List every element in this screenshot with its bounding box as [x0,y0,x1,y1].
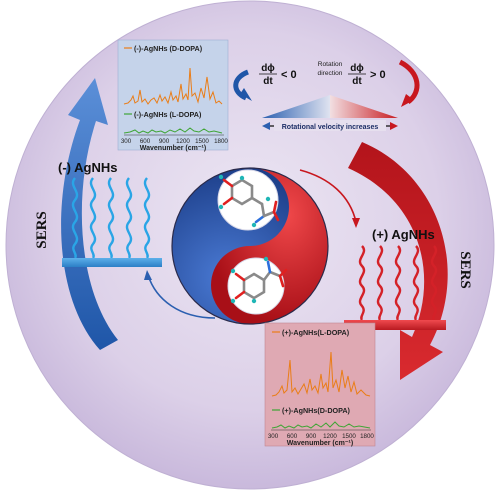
bottom-tick-600: 600 [287,433,298,440]
rhs-dphi: dϕ [350,63,364,74]
bottom-tick-1800: 1800 [360,433,374,440]
velocity-label: Rotational velocity increases [282,124,379,131]
minus-agnhs-substrate [62,258,162,267]
rotation-label-line1: Rotation [318,61,343,68]
bottom-xlabel: Wavenumber (cm⁻¹) [287,440,353,447]
plus-agnhs-label: (+) AgNHs [372,227,435,242]
velocity-double-arrow [262,120,398,131]
dopa-molecule-bottom [230,256,288,304]
bottom-tick-1200: 1200 [323,433,337,440]
top-tick-600: 600 [140,138,151,145]
left-blue-curved-arrow [61,78,118,350]
bottom-legend-d-dopa: (+)-AgNHs(D-DOPA) [282,406,351,415]
bottom-orange-spectrum [271,351,371,397]
bottom-tick-300: 300 [268,433,279,440]
rotation-label-line2: direction [318,70,343,77]
plus-agnhs-helices [358,245,438,321]
dopa-molecule-top [218,174,280,228]
rhs-relation: > 0 [370,69,386,81]
top-legend-l-dopa: (-)-AgNHs (L-DOPA) [134,110,202,119]
rhs-dt: dt [352,76,362,87]
lhs-dphi: dϕ [261,63,275,74]
minus-agnhs-label: (-) AgNHs [58,160,117,175]
top-spectrum-panel: (-)-AgNHs (D-DOPA) (-)-AgNHs (L-DOPA) 30… [117,39,228,152]
bottom-spectrum-panel: (+)-AgNHs(L-DOPA) (+)-AgNHs(D-DOPA) 300 … [264,322,376,447]
rotation-direction-diagram: dϕ dt < 0 Rotation direction dϕ dt > 0 R… [233,59,420,131]
top-tick-900: 900 [159,138,170,145]
top-xlabel: Wavenumber (cm⁻¹) [140,145,206,152]
blue-curl-arrow [233,69,250,101]
top-green-spectrum [123,127,223,134]
lhs-dt: dt [263,76,273,87]
thin-red-arrow [299,169,357,223]
top-tick-300: 300 [121,138,132,145]
bottom-tick-1500: 1500 [342,433,356,440]
thin-blue-arrow [147,274,216,319]
sers-label-right: SERS [457,251,473,289]
yin-yang-sphere [171,167,329,325]
top-orange-spectrum [123,67,223,105]
bottom-green-spectrum [271,421,371,429]
bottom-molecule-bubble [227,257,285,315]
top-tick-1500: 1500 [195,138,209,145]
lhs-relation: < 0 [281,69,297,81]
plus-agnhs-substrate [344,320,446,330]
bottom-legend-l-dopa: (+)-AgNHs(L-DOPA) [282,328,350,337]
sers-label-left: SERS [34,211,50,249]
bottom-tick-900: 900 [306,433,317,440]
top-legend-d-dopa: (-)-AgNHs (D-DOPA) [134,44,203,53]
top-tick-1800: 1800 [214,138,228,145]
top-tick-1200: 1200 [176,138,190,145]
minus-agnhs-helices [71,177,151,259]
